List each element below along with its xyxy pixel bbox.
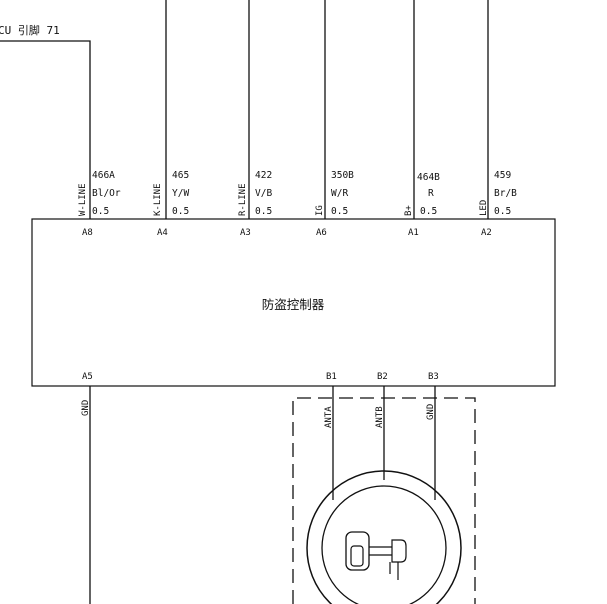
anti-theft-module-box [31,218,556,387]
module-title: 防盗控制器 [262,297,325,312]
pin-a5: A5 [82,372,93,382]
wire-gauge-a3: 0.5 [255,206,272,217]
signal-b3: GND [426,404,436,420]
pin-a8: A8 [82,228,93,238]
signal-b2: ANTB [375,406,385,428]
wire-gauge-a1: 0.5 [420,206,437,217]
pin-a2: A2 [481,228,492,238]
wire-color-a3: V/B [255,188,272,199]
ecu-wire [0,40,91,219]
pin-a1: A1 [408,228,419,238]
wire-code-a3: 422 [255,170,272,181]
key-coil-icon [306,470,462,604]
wire-gauge-a8: 0.5 [92,206,109,217]
pin-a6: A6 [316,228,327,238]
pin-b1: B1 [326,372,337,382]
pin-b2: B2 [377,372,388,382]
wire-code-a4: 465 [172,170,189,181]
signal-a6: IG [315,205,325,216]
signal-a3: R-LINE [238,183,248,216]
wire-code-a8: 466A [92,170,115,181]
wire-color-a1: R [428,188,434,199]
wire-gauge-a6: 0.5 [331,206,348,217]
ecu-pin-label: CU 引脚 71 [0,23,60,37]
wire-color-a8: Bl/Or [92,188,121,199]
wire-color-a2: Br/B [494,188,517,199]
signal-a4: K-LINE [153,183,163,216]
wire-gauge-a4: 0.5 [172,206,189,217]
signal-a8: W-LINE [78,183,88,216]
wire-gauge-a2: 0.5 [494,206,511,217]
wire-code-a1: 464B [417,172,440,183]
wire-code-a6: 350B [331,170,354,181]
signal-b1: ANTA [324,406,334,428]
signal-a5: GND [81,400,91,416]
signal-a1: B+ [404,205,414,216]
pin-a4: A4 [157,228,168,238]
pin-b3: B3 [428,372,439,382]
pin-a3: A3 [240,228,251,238]
wire-color-a6: W/R [331,188,348,199]
signal-a2: LED [479,200,489,216]
wire-code-a2: 459 [494,170,511,181]
wire-color-a4: Y/W [172,188,189,199]
coil-enclosure [292,397,476,604]
